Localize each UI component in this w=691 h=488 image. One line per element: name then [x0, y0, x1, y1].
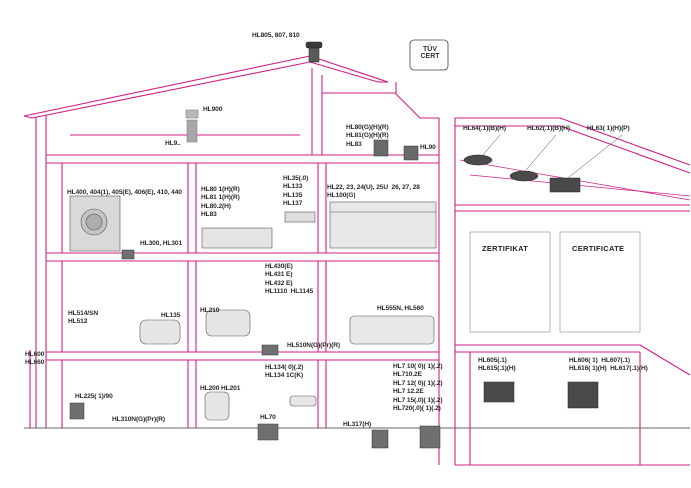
label-kitchen: HL22, 23, 24(U), 25U 26, 27, 28 HL100(G)	[327, 184, 420, 200]
label-wc: HL200 HL201	[200, 385, 241, 392]
certificate-sheets	[469, 231, 641, 333]
certificate-left-title: ZERTIFIKAT	[482, 244, 529, 253]
label-toilet-1: HL514/SN HL512	[68, 310, 98, 326]
label-mid-list: HL430(E) HL431 E) HL432 E) HL1110 HL1145	[265, 263, 314, 296]
tuv-logo	[409, 39, 449, 71]
label-floor-drain: HL225( 1)/90	[75, 393, 113, 400]
label-roof-vent: HL805, 807, 810	[252, 32, 300, 39]
roof-gullies	[463, 154, 581, 193]
tuv-logo-tuv: TÜV	[423, 46, 437, 53]
label-attic-right-2: HL90	[420, 144, 436, 151]
label-hl70: HL70	[260, 414, 276, 421]
label-floor-list: HL7 10( 0)( 1)(.2) HL710.2E HL7 12( 0)( …	[393, 363, 443, 413]
annex-gullies	[483, 381, 599, 409]
toilet-1	[139, 319, 181, 345]
label-toilet-1b: HL135	[161, 312, 181, 319]
roof-vent	[305, 41, 323, 63]
kitchen-counter	[329, 201, 437, 249]
label-basin-trap: HL134( 0)(.2) HL134 1C(K)	[265, 364, 304, 380]
label-washing-2: HL300, HL301	[140, 240, 183, 247]
label-roof-gully-1: HL64(.1)(B)(H)	[463, 125, 506, 132]
attic-valves	[373, 139, 419, 161]
wc-3	[204, 391, 230, 421]
label-bathtub: HL555N, HL560	[377, 305, 424, 312]
label-floor-drain-2: HL310N(G)(Pr)(R)	[112, 416, 165, 423]
floor-drains	[69, 249, 441, 449]
tuv-logo-text: TÜV CERT	[416, 46, 444, 60]
tuv-logo-cert: CERT	[420, 53, 440, 60]
label-sink-1: HL35(.0) HL133 HL135 HL137	[283, 175, 309, 208]
wc-2	[205, 309, 251, 337]
sink-1	[284, 211, 316, 223]
certificate-right-title: CERTIFICATE	[572, 244, 625, 253]
label-roof-gully-3: HL63( 1)(H)(P)	[587, 125, 630, 132]
basin-2	[289, 395, 317, 407]
bathtub-1	[201, 227, 273, 249]
washing-machine	[69, 195, 121, 252]
label-attic-vent-2: HL9..	[165, 140, 181, 147]
roof-end	[23, 115, 33, 119]
label-roof-gully-2: HL62(.1)(B)(H)	[527, 125, 570, 132]
label-backflow: HL317(H)	[343, 421, 372, 428]
label-washing: HL400, 404(1), 405(E), 406(E), 410, 440	[67, 189, 182, 196]
label-attic-right: HL80(G)(H)(R) HL81(G)(H)(R) HL83	[346, 124, 389, 148]
label-gully-b: HL606( 1) HL607(.1) HL616( 1)(H) HL617(.…	[569, 357, 648, 373]
label-bath: HL80 1(H)(R) HL81 1(H)(R) HL80.2(H) HL83	[201, 186, 240, 219]
label-mid-toilet: HL210	[200, 307, 220, 314]
label-mid-drain: HL510N(G)(Pr)(R)	[287, 342, 340, 349]
attic-vent	[185, 109, 199, 143]
bathtub-2	[349, 315, 435, 345]
label-attic-vent: HL900	[203, 106, 223, 113]
label-stack: HL600 HL660	[25, 351, 45, 367]
label-gully-a: HL605(.1) HL615(.1)(H)	[478, 357, 516, 373]
